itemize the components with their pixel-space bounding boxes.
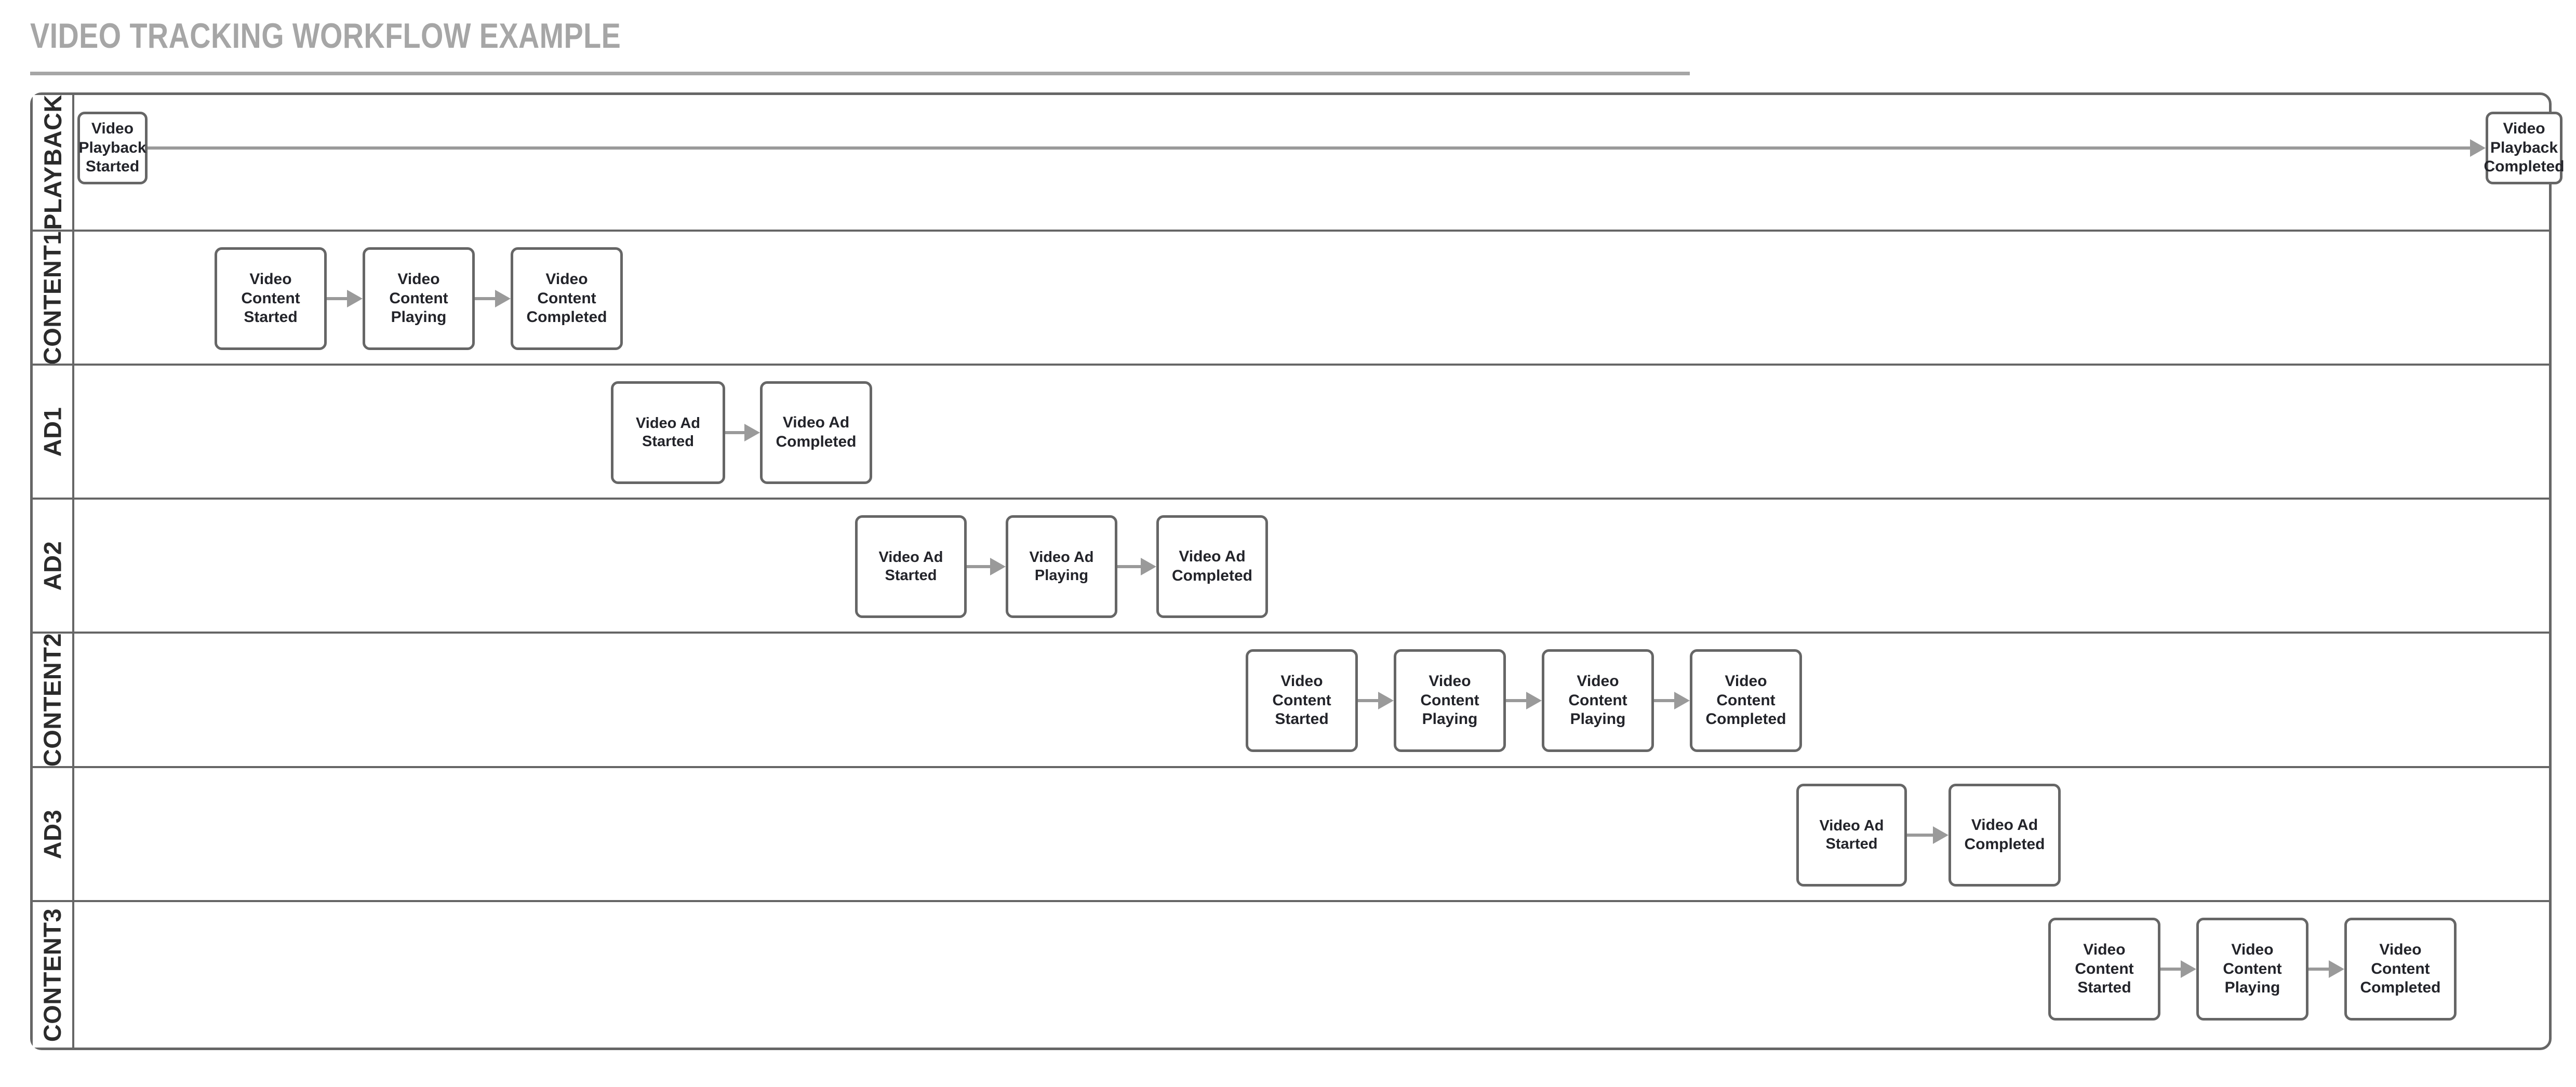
connector-line [2308, 968, 2331, 971]
connector-line [1907, 834, 1935, 837]
task-node-c1-completed[interactable]: Video Content Completed [511, 247, 623, 350]
task-node-ad3-started[interactable]: Video Ad Started [1796, 784, 1907, 887]
lane-header-content2: CONTENT2 [33, 633, 74, 767]
connector-line [1117, 565, 1143, 568]
lane-label-ad1: AD1 [38, 407, 66, 457]
lane-header-playback: PLAYBACK [33, 95, 74, 230]
connector-line [725, 431, 746, 434]
connector-line [327, 297, 349, 300]
connector-line [1654, 699, 1676, 702]
arrowhead-icon [2329, 960, 2344, 978]
task-node-playback-completed[interactable]: Video Playback Completed [2484, 112, 2565, 184]
lane-body-content2: Video Content Started Video Content Playi… [74, 634, 2549, 766]
connector-line [967, 565, 992, 568]
task-node-c2-completed[interactable]: Video Content Completed [1690, 649, 1802, 752]
task-node-ad1-completed[interactable]: Video Ad Completed [760, 381, 872, 484]
arrowhead-icon [495, 290, 511, 307]
task-node-c1-playing[interactable]: Video Content Playing [363, 247, 475, 350]
lane-body-content3: Video Content Started Video Content Playi… [74, 902, 2549, 1048]
arrowhead-icon [1526, 692, 1542, 709]
task-node-ad1-started[interactable]: Video Ad Started [611, 381, 725, 484]
lane-label-content2: CONTENT2 [38, 633, 66, 767]
task-node-ad2-playing[interactable]: Video Ad Playing [1006, 515, 1117, 618]
page-title: VIDEO TRACKING WORKFLOW EXAMPLE [30, 16, 621, 56]
lane-body-ad2: Video Ad Started Video Ad Playing Video Ad… [74, 500, 2549, 632]
lane-header-content3: CONTENT3 [33, 902, 74, 1048]
connector-line [1506, 699, 1528, 702]
lane-body-playback: Video Playback Started Video Playback Com… [74, 95, 2565, 230]
task-node-ad2-started[interactable]: Video Ad Started [855, 515, 967, 618]
lane-header-ad2: AD2 [33, 500, 74, 632]
arrowhead-icon [744, 424, 760, 441]
lane-body-content1: Video Content Started Video Content Playi… [74, 232, 2549, 364]
arrowhead-icon [990, 558, 1006, 575]
lane-label-content1: CONTENT1 [38, 231, 66, 365]
connector-line [1358, 699, 1380, 702]
arrowhead-icon [1933, 826, 1948, 844]
task-node-c3-started[interactable]: Video Content Started [2048, 918, 2160, 1021]
connector-line [2160, 968, 2183, 971]
arrowhead-icon [2181, 960, 2196, 978]
task-node-c3-completed[interactable]: Video Content Completed [2344, 918, 2457, 1021]
lane-body-ad3: Video Ad Started Video Ad Completed [74, 768, 2549, 900]
arrowhead-icon [2470, 139, 2486, 157]
arrowhead-icon [1378, 692, 1394, 709]
swimlane-ad1: AD1 Video Ad Started Video Ad Completed [33, 364, 2549, 498]
connector-line [475, 297, 497, 300]
task-node-c2-started[interactable]: Video Content Started [1246, 649, 1358, 752]
lane-label-ad3: AD3 [38, 809, 66, 859]
connector-line [148, 146, 2472, 150]
lane-label-content3: CONTENT3 [38, 908, 66, 1042]
task-node-ad3-completed[interactable]: Video Ad Completed [1948, 784, 2061, 887]
task-node-c3-playing[interactable]: Video Content Playing [2196, 918, 2308, 1021]
lane-label-ad2: AD2 [38, 541, 66, 591]
title-divider [30, 72, 1690, 75]
task-node-c1-started[interactable]: Video Content Started [215, 247, 327, 350]
task-node-playback-started[interactable]: Video Playback Started [77, 112, 148, 184]
arrowhead-icon [347, 290, 363, 307]
lane-header-ad1: AD1 [33, 366, 74, 498]
arrowhead-icon [1141, 558, 1156, 575]
task-node-c2-playing-1[interactable]: Video Content Playing [1394, 649, 1506, 752]
lane-header-ad3: AD3 [33, 768, 74, 900]
lane-body-ad1: Video Ad Started Video Ad Completed [74, 366, 2549, 498]
lane-header-content1: CONTENT1 [33, 231, 74, 365]
lane-label-playback: PLAYBACK [38, 95, 66, 230]
task-node-ad2-completed[interactable]: Video Ad Completed [1156, 515, 1268, 618]
task-node-c2-playing-2[interactable]: Video Content Playing [1542, 649, 1654, 752]
arrowhead-icon [1674, 692, 1690, 709]
swimlane-ad3: AD3 Video Ad Started Video Ad Completed [33, 766, 2549, 900]
